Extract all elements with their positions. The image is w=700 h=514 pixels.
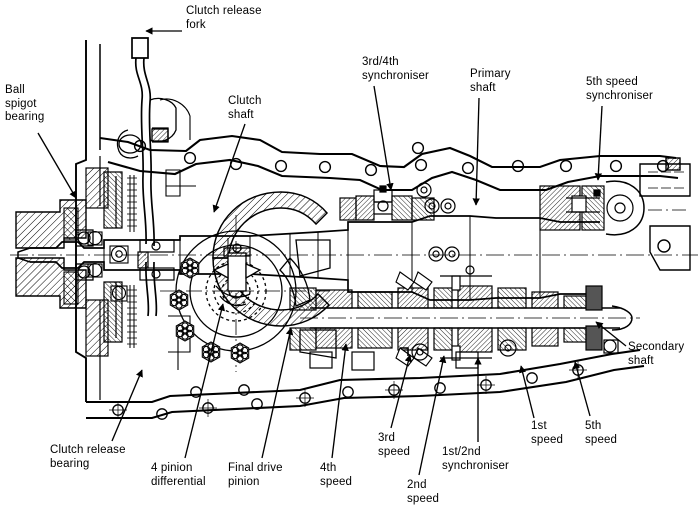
- leader-line-4-pinion-differential: [184, 303, 226, 459]
- callout-line: fork: [186, 18, 206, 31]
- secondary-shaft-gear-train: [289, 265, 640, 371]
- callout-line: speed: [407, 492, 440, 505]
- callout-line: shaft: [470, 81, 496, 94]
- callout-line: Ball: [5, 84, 25, 96]
- callout-line: synchroniser: [362, 69, 429, 82]
- callout-line: speed: [531, 433, 564, 446]
- casing-bottom-flange: [86, 348, 645, 420]
- callout-line: 4th: [320, 462, 337, 474]
- leader-line-5th-speed-synchroniser: [594, 105, 603, 181]
- callout-line: 1st/2nd: [442, 446, 481, 458]
- leader-line-primary-shaft: [472, 97, 480, 206]
- leader-line-clutch-shaft: [212, 123, 246, 213]
- callout-line: Clutch release: [50, 444, 126, 456]
- ball-spigot-bearing-detail: [75, 229, 94, 281]
- callout-line: pinion: [228, 475, 260, 488]
- callout-line: differential: [151, 475, 206, 488]
- callout-line: 4 pinion: [151, 462, 193, 474]
- callout-line: 2nd: [407, 479, 427, 491]
- callout-line: speed: [585, 433, 618, 446]
- leader-line-final-drive-pinion: [261, 327, 294, 459]
- callout-line: Final drive: [228, 462, 283, 474]
- flange-bolt-holes: [133, 139, 670, 177]
- callout-leader-lines: [37, 27, 627, 476]
- callout-line: Secondary: [628, 341, 685, 353]
- leader-line-3rd-4th-synchroniser: [373, 85, 394, 191]
- callout-line: bearing: [50, 457, 90, 470]
- synchroniser-5th-speed: [539, 180, 645, 236]
- clutch-release-fork-part: [131, 37, 158, 317]
- diaphragm-spring: [127, 175, 137, 348]
- leader-line-secondary-shaft: [595, 321, 627, 347]
- callout-line: 3rd/4th: [362, 56, 399, 68]
- callout-line: shaft: [628, 354, 654, 367]
- callout-line: spigot: [5, 97, 37, 110]
- synchroniser-3rd-4th: [339, 185, 435, 221]
- casing-top-flange: [99, 134, 679, 192]
- callout-line: Primary: [470, 68, 511, 80]
- callout-line: 5th: [585, 420, 602, 432]
- callout-line: Clutch release: [186, 5, 262, 17]
- callout-line: 5th speed: [586, 76, 638, 88]
- callout-line: bearing: [5, 111, 45, 123]
- leader-line-1st-speed: [519, 365, 535, 419]
- final-drive-differential: [160, 191, 337, 372]
- callout-line: speed: [320, 475, 353, 488]
- leader-line-3rd-speed: [390, 354, 412, 429]
- callout-line: Clutch: [228, 95, 262, 107]
- leader-line-4th-speed: [331, 343, 349, 459]
- leader-line-5th-speed: [573, 361, 591, 417]
- leader-line-ball-spigot-bearing: [37, 132, 77, 199]
- leader-line-clutch-release-bearing: [111, 369, 143, 442]
- callout-line: synchroniser: [586, 89, 653, 102]
- callout-line: synchroniser: [442, 459, 509, 472]
- primary-shaft-gear-train: [339, 157, 691, 271]
- callout-line: 3rd: [378, 432, 396, 444]
- leader-line-2nd-speed: [418, 355, 447, 476]
- callout-line: shaft: [228, 108, 254, 121]
- callout-line: 1st: [531, 420, 547, 432]
- callout-line: speed: [378, 445, 411, 458]
- differential-pinion-bolts: [169, 257, 250, 364]
